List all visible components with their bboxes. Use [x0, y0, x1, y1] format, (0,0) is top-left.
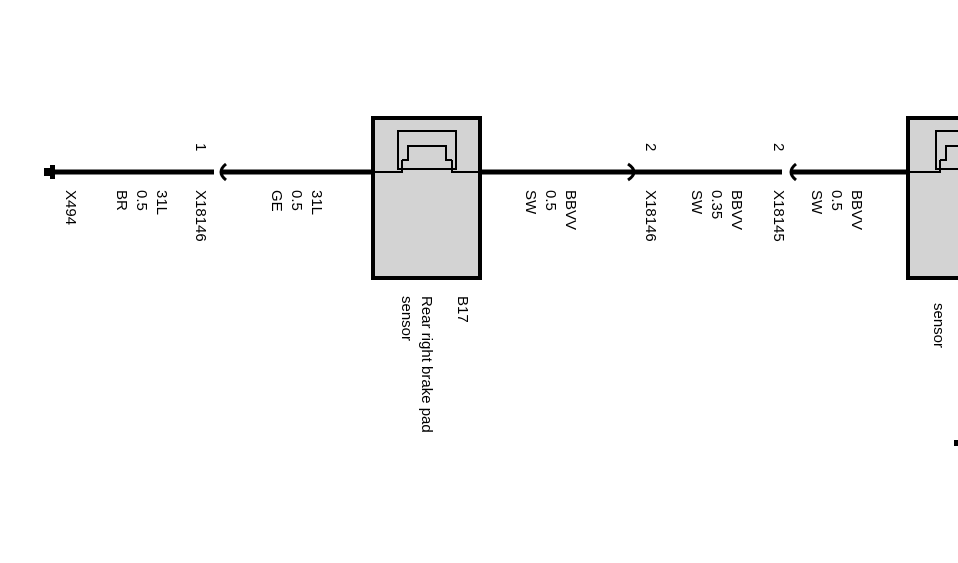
wire-right-3-labels: BBVV 0.5 SW: [808, 190, 865, 230]
wire-right-3-label-3: SW: [808, 190, 825, 215]
component-b17-name-line2: sensor: [398, 296, 415, 341]
component-b17[interactable]: [371, 116, 482, 280]
wire-right-1-label-3: SW: [522, 190, 539, 215]
wire-left-label-4: BR: [113, 190, 130, 211]
wire-right-1-label-2: 0.5: [542, 190, 559, 211]
wire-right-3-label-1: BBVV: [848, 190, 865, 230]
wire-right-2-label-1: BBVV: [728, 190, 745, 230]
pin-number-right-2: 2: [770, 143, 787, 151]
wire-mid-left-label-3: GE: [268, 190, 285, 212]
pin-number-left: 1: [192, 143, 209, 151]
wire-left-labels: X18146 31L 0.5 BR: [113, 190, 209, 242]
connector-right-2-label: X18145: [770, 190, 787, 242]
component-b17-code: B17: [454, 296, 471, 323]
component-right-partial-name: sensor: [930, 303, 947, 348]
wire-mid-left-label-2: 0.5: [288, 190, 305, 211]
connector-x18146-pin1-icon: [219, 162, 227, 182]
wire-mid-left-label-1: 31L: [308, 190, 325, 215]
right-edge-tick: [954, 440, 958, 446]
wire-right-2-labels: BBVV 0.35 SW: [688, 190, 745, 230]
component-b17-labels: B17 Rear right brake pad sensor: [398, 296, 471, 433]
wire-left-label-2: 31L: [153, 190, 170, 215]
ground-label: X494: [62, 190, 79, 225]
connector-x18145-pin2-icon: [789, 162, 797, 182]
component-b17-name-line1: Rear right brake pad: [418, 296, 435, 433]
connector-right-1-label: X18146: [642, 190, 659, 242]
wire-right-2-label-2: 0.35: [708, 190, 725, 219]
wire-right-1-labels: BBVV 0.5 SW: [522, 190, 579, 230]
wire-left-label-3: 0.5: [133, 190, 150, 211]
connector-x18146-pin2-icon: [627, 162, 636, 182]
component-right-partial[interactable]: [906, 116, 958, 280]
ground-symbol: [44, 165, 55, 179]
wire-mid-left-labels: 31L 0.5 GE: [268, 190, 325, 215]
pin-number-right-1: 2: [642, 143, 659, 151]
wire-left-label-1: X18146: [192, 190, 209, 242]
wire-right-2-label-3: SW: [688, 190, 705, 215]
wire-right-1-label-1: BBVV: [562, 190, 579, 230]
wire-right-3-label-2: 0.5: [828, 190, 845, 211]
